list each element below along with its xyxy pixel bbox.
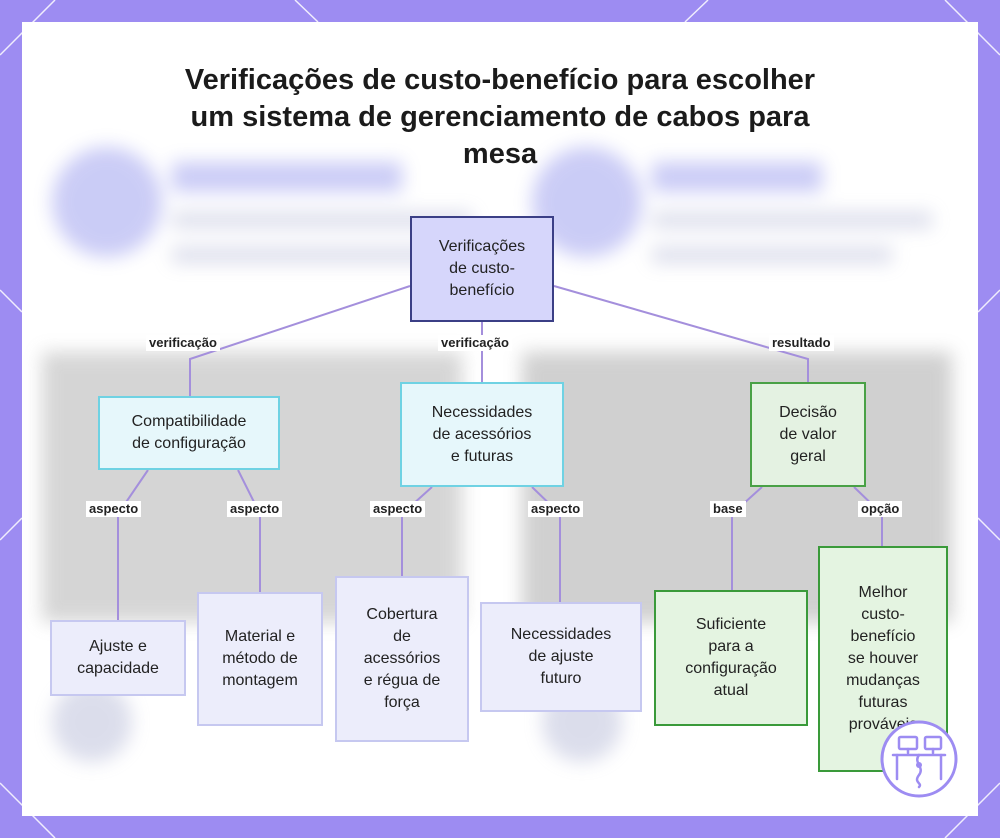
node-future-adjustment: Necessidades de ajuste futuro bbox=[480, 602, 642, 712]
node-material-mounting: Material e método de montagem bbox=[197, 592, 323, 726]
node-accessory-coverage: Cobertura de acessórios e régua de força bbox=[335, 576, 469, 742]
edge-label-root-compat: verificação bbox=[146, 335, 220, 351]
node-accessory-needs: Necessidades de acessórios e futuras bbox=[400, 382, 564, 487]
edge-label-decision-best: opção bbox=[858, 501, 903, 517]
diagram-card: Verificações de custo-benefício para esc… bbox=[22, 22, 978, 816]
node-sufficient-current: Suficiente para a configuração atual bbox=[654, 590, 808, 726]
node-fit-capacity: Ajuste e capacidade bbox=[50, 620, 186, 696]
edge-label-compat-fit: aspecto bbox=[86, 501, 142, 517]
edge-label-needs-future: aspecto bbox=[528, 501, 584, 517]
diagram-title: Verificações de custo-benefício para esc… bbox=[184, 64, 816, 170]
node-compatibility: Compatibilidade de configuração bbox=[98, 396, 280, 470]
node-root: Verificações de custo- benefício bbox=[410, 216, 554, 322]
edge-label-root-needs: verificação bbox=[438, 335, 512, 351]
edge-label-decision-sufficient: base bbox=[710, 501, 746, 517]
desk-workstation-logo-icon bbox=[880, 720, 958, 798]
node-best-value-future: Melhor custo- benefício se houver mudanç… bbox=[818, 546, 948, 772]
edge-label-needs-coverage: aspecto bbox=[370, 501, 426, 517]
edge-label-compat-material: aspecto bbox=[227, 501, 283, 517]
node-overall-decision: Decisão de valor geral bbox=[750, 382, 866, 487]
edge-label-root-decision: resultado bbox=[769, 335, 834, 351]
